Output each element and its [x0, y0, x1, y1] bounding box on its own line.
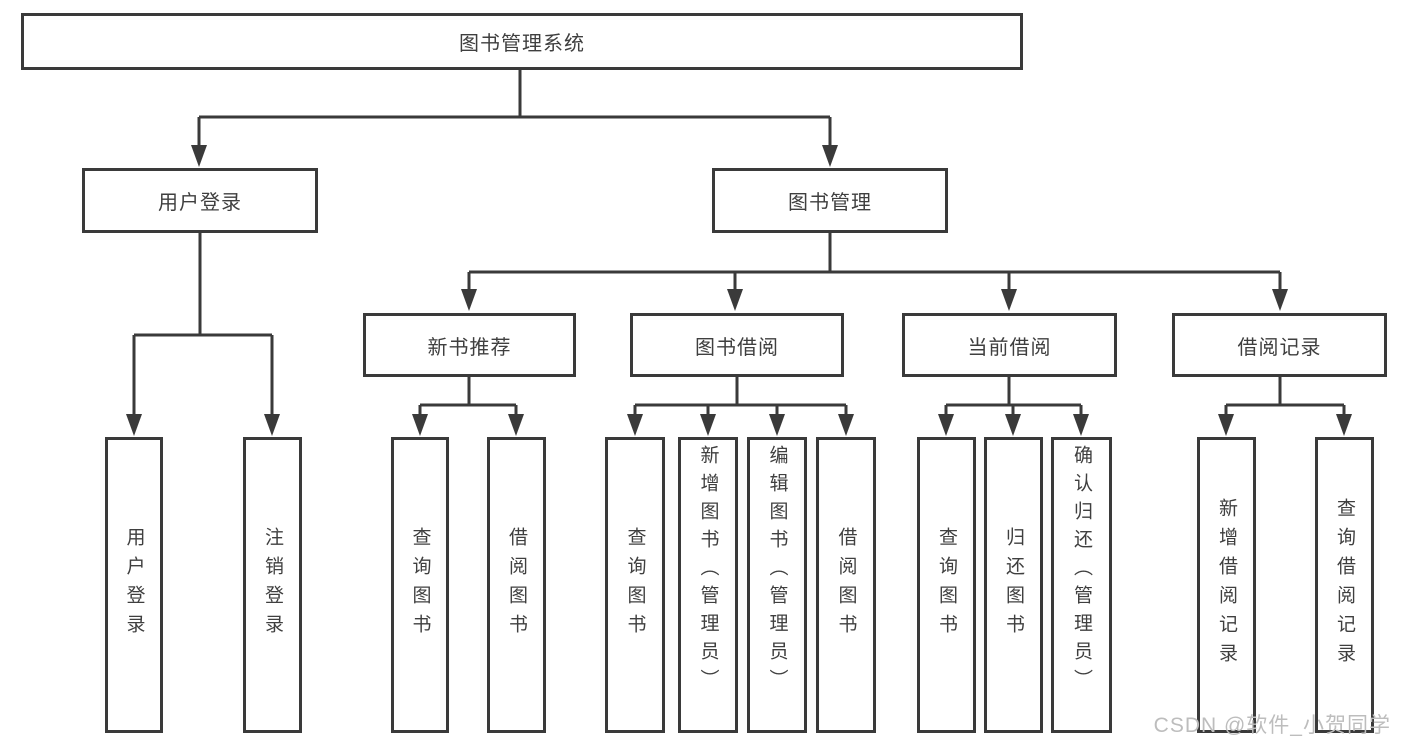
leaf-cb-confirm-return-admin: 确认归还（管理员）: [1051, 437, 1112, 733]
leaf-cb-confirm-return-admin-label: 确认归还（管理员）: [1071, 445, 1092, 697]
leaf-bb-query-books: 查询图书: [605, 437, 665, 733]
leaf-bb-query-books-label: 查询图书: [624, 527, 646, 643]
node-user-login: 用户登录: [82, 168, 318, 233]
leaf-cb-query-books: 查询图书: [917, 437, 976, 733]
leaf-cb-query-books-label: 查询图书: [936, 527, 957, 643]
leaf-logout: 注销登录: [243, 437, 302, 733]
leaf-cb-return-books-label: 归还图书: [1003, 527, 1024, 643]
leaf-nbr-query-books-label: 查询图书: [409, 527, 431, 643]
leaf-br-add-record: 新增借阅记录: [1197, 437, 1256, 733]
leaf-bb-add-books-admin-label: 新增图书（管理员）: [697, 445, 719, 697]
leaf-bb-add-books-admin: 新增图书（管理员）: [678, 437, 738, 733]
leaf-nbr-borrow-books: 借阅图书: [487, 437, 546, 733]
node-book-borrow: 图书借阅: [630, 313, 844, 377]
leaf-logout-label: 注销登录: [262, 527, 283, 643]
node-library-management-system: 图书管理系统: [21, 13, 1023, 70]
leaf-user-login: 用户登录: [105, 437, 163, 733]
node-new-book-recommend: 新书推荐: [363, 313, 576, 377]
leaf-nbr-query-books: 查询图书: [391, 437, 449, 733]
leaf-br-add-record-label: 新增借阅记录: [1216, 498, 1237, 672]
leaf-nbr-borrow-books-label: 借阅图书: [506, 527, 527, 643]
leaf-bb-edit-books-admin: 编辑图书（管理员）: [747, 437, 807, 733]
leaf-bb-borrow-books-label: 借阅图书: [835, 527, 857, 643]
node-current-borrow: 当前借阅: [902, 313, 1117, 377]
leaf-br-query-record: 查询借阅记录: [1315, 437, 1374, 733]
node-borrow-records: 借阅记录: [1172, 313, 1387, 377]
watermark: CSDN @软件_小贺同学: [1153, 714, 1391, 737]
leaf-bb-borrow-books: 借阅图书: [816, 437, 876, 733]
leaf-cb-return-books: 归还图书: [984, 437, 1043, 733]
leaf-bb-edit-books-admin-label: 编辑图书（管理员）: [766, 445, 788, 697]
leaf-user-login-label: 用户登录: [123, 527, 145, 643]
arrowheads: [126, 145, 1352, 436]
leaf-br-query-record-label: 查询借阅记录: [1334, 498, 1355, 672]
node-book-management: 图书管理: [712, 168, 948, 233]
